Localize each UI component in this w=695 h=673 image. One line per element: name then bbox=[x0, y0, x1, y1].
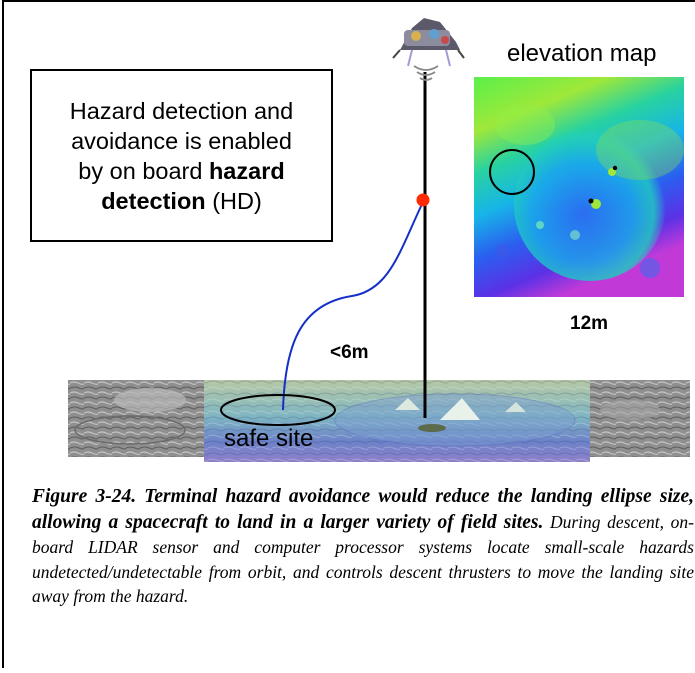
elevation-map bbox=[474, 77, 684, 297]
caption-title: Figure 3-24. Terminal hazard avoidance w… bbox=[32, 486, 694, 533]
caption-body: During descent, on-board LIDAR sensor an… bbox=[32, 511, 694, 607]
callout-bold-hazard: hazard bbox=[208, 157, 285, 184]
lander-icon bbox=[392, 18, 465, 81]
terrain-strip bbox=[68, 380, 690, 462]
divert-trajectory bbox=[282, 201, 424, 411]
elevation-map-title: elevation map bbox=[507, 40, 657, 67]
callout-line-1: Hazard detection and bbox=[69, 97, 294, 124]
target-circle bbox=[489, 149, 535, 195]
callout-line-4: (HD) bbox=[205, 187, 262, 214]
callout-line-3: by on board bbox=[78, 157, 209, 184]
divert-distance-label: <6m bbox=[330, 342, 369, 363]
hazard-detection-callout: Hazard detection and avoidance is enable… bbox=[30, 69, 333, 242]
figure-caption: Figure 3-24. Terminal hazard avoidance w… bbox=[32, 484, 694, 609]
safe-site-label: safe site bbox=[224, 425, 314, 452]
safe-site-ellipse bbox=[220, 394, 336, 426]
callout-bold-detection: detection bbox=[101, 187, 206, 214]
divert-point bbox=[416, 193, 430, 207]
elevation-scale-label: 12m bbox=[570, 313, 609, 334]
callout-line-2: avoidance is enabled bbox=[71, 127, 292, 154]
